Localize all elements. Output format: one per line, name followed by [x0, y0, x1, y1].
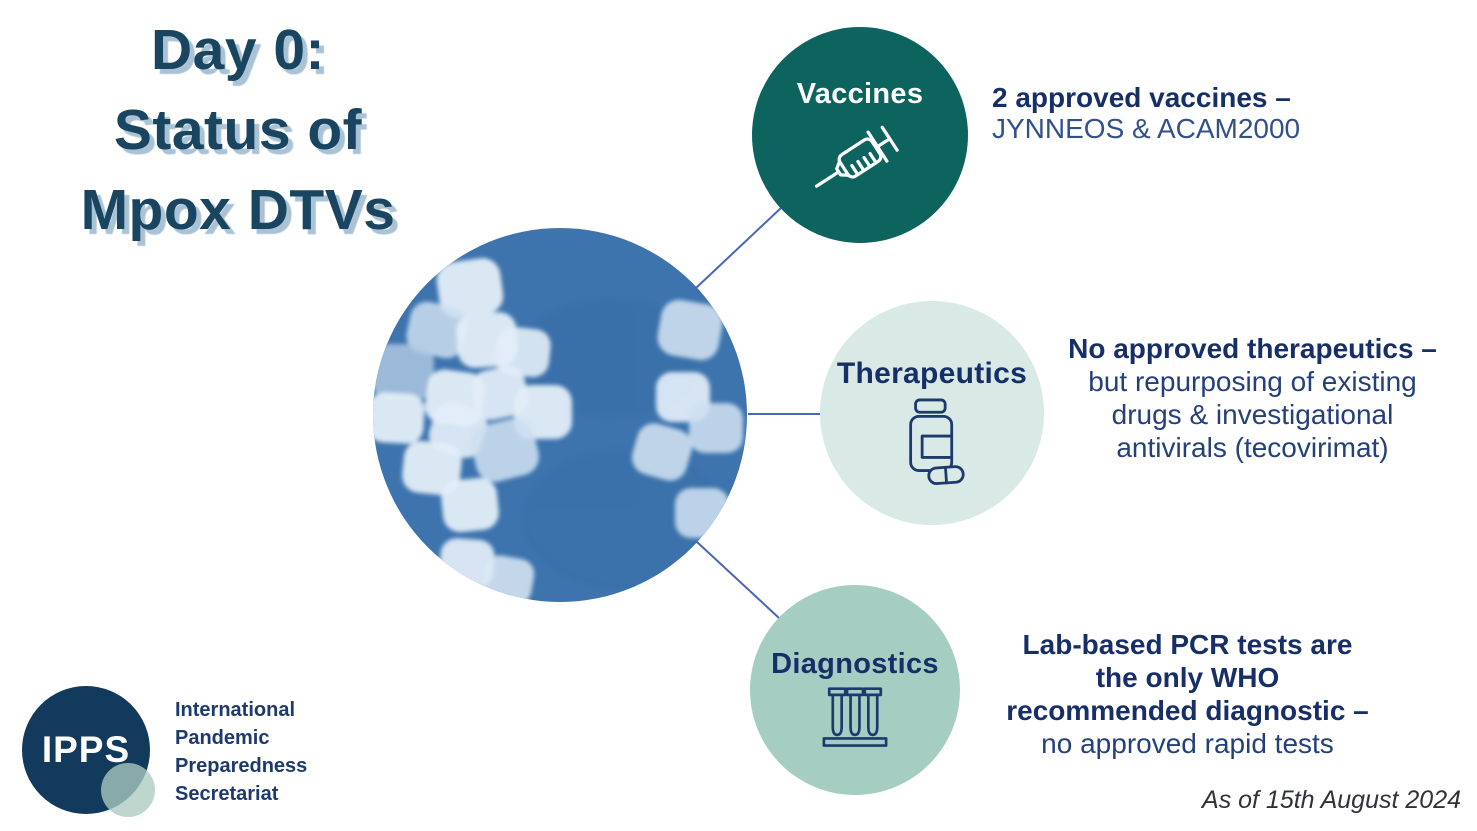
- diagnostics-description: Lab-based PCR tests are the only WHO rec…: [995, 628, 1380, 760]
- org-name-line-1: International: [175, 699, 296, 721]
- vaccines-description: 2 approved vaccines – JYNNEOS & ACAM2000: [992, 82, 1452, 144]
- diagnostics-circle: Diagnostics: [750, 585, 960, 795]
- therapeutics-description-detail-1: but repurposing of existing: [1088, 366, 1417, 397]
- mpox-virus-micrograph-image: [373, 228, 747, 602]
- therapeutics-description-detail-3: antivirals (tecovirimat): [1116, 432, 1389, 463]
- pill-bottle-icon: [894, 395, 970, 492]
- vaccines-label: Vaccines: [796, 78, 924, 110]
- page-title-line-3: Mpox DTVs: [80, 178, 396, 242]
- page-title: Day 0: Status of Mpox DTVs: [38, 10, 438, 250]
- diagnostics-description-headline-3: recommended diagnostic –: [1006, 695, 1369, 726]
- diagnostics-description-headline-2: the only WHO: [1095, 662, 1280, 693]
- ipps-logo-abbreviation: IPPS: [41, 729, 131, 770]
- ipps-organization-name: International Pandemic Preparedness Secr…: [175, 696, 395, 808]
- syringe-icon: [801, 115, 919, 206]
- diagnostics-label: Diagnostics: [771, 648, 939, 680]
- page-title-line-1: Day 0:: [150, 18, 326, 82]
- therapeutics-circle: Therapeutics: [820, 301, 1044, 525]
- diagnostics-description-headline-1: Lab-based PCR tests are: [1022, 629, 1353, 660]
- org-name-line-4: Secretariat: [175, 783, 279, 805]
- test-tubes-icon: [815, 685, 895, 756]
- therapeutics-description-headline: No approved therapeutics –: [1068, 333, 1437, 364]
- diagnostics-description-detail: no approved rapid tests: [1041, 728, 1334, 759]
- therapeutics-description: No approved therapeutics – but repurposi…: [1040, 332, 1465, 464]
- org-name-line-3: Preparedness: [175, 755, 308, 777]
- ipps-logo-accent-dot: [101, 763, 155, 817]
- virus-particles-illustration: [373, 228, 747, 602]
- org-name-line-2: Pandemic: [175, 727, 270, 749]
- therapeutics-label: Therapeutics: [836, 356, 1028, 390]
- therapeutics-description-detail-2: drugs & investigational: [1111, 399, 1394, 430]
- page-title-line-2: Status of: [113, 98, 363, 162]
- vaccines-circle: Vaccines: [752, 27, 968, 243]
- vaccines-description-detail: JYNNEOS & ACAM2000: [992, 113, 1301, 144]
- as-of-date: As of 15th August 2024: [1202, 786, 1461, 814]
- vaccines-description-headline: 2 approved vaccines –: [992, 82, 1291, 113]
